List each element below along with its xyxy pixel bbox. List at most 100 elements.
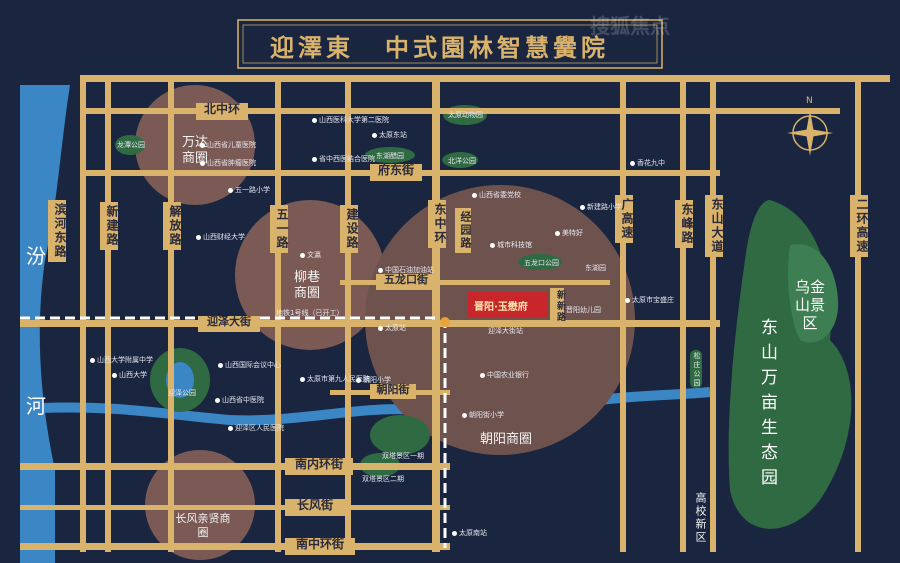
road-label-binhe: 滨河东路 (48, 200, 67, 262)
road-v-jianshe (345, 82, 351, 552)
poi-chaoyangjie-school: 朝阳街小学 (462, 410, 504, 420)
poi-taiyuan-south: 太原南站 (452, 528, 487, 538)
park-songzhuang: 松庄公园 (693, 352, 701, 388)
road-label-changfeng: 长风街 (285, 499, 345, 516)
poi-taiyuan-east: 太原东站 (372, 130, 407, 140)
road-v-guang (620, 82, 626, 552)
poi-tcm-hospital: 山西省中医院 (215, 395, 264, 405)
district-changfeng: 长风亲贤商圈 (175, 512, 231, 539)
road-nanneihuan (20, 463, 450, 470)
road-v-dongzhonghuan (432, 82, 440, 552)
road-label-jingyuan: 经园路 (455, 208, 472, 253)
road-label-dongshan: 东山大道 (705, 195, 724, 257)
park-shuangta-1: 双塔景区一期 (382, 452, 424, 460)
poi-party-school: 山西省委党校 (472, 190, 521, 200)
kindergarten-label: 晋阳幼儿园 (566, 306, 601, 314)
poi-abc-bank: 中国农业银行 (480, 370, 529, 380)
poi-children-hospital: 山西省儿童医院 (200, 140, 256, 150)
road-label-nanzhonghuan: 南中环街 (285, 538, 355, 555)
road-label-guang: 广高速 (615, 195, 634, 243)
park-wulongkou: 五龙口公园 (524, 259, 559, 267)
donghu-park (365, 147, 415, 163)
road-top (80, 75, 890, 82)
poi-ninth-hospital: 太原市第九人民医院 (300, 374, 370, 384)
poi-medical-2: 山西医科大学第二医院 (312, 115, 389, 125)
road-v-dongfeng (680, 82, 686, 552)
park-zoo: 太原动物园 (448, 111, 483, 119)
poi-finance-univ: 山西财经大学 (196, 232, 245, 242)
road-nanzhonghuan (20, 543, 450, 550)
road-wulongkou (340, 280, 610, 285)
district-liuxiang: 柳巷商圈 (293, 270, 320, 301)
title-frame (237, 19, 663, 69)
poi-science-museum: 城市科技馆 (490, 240, 532, 250)
district-chaoyang: 朝阳商圈 (480, 432, 533, 447)
park-longtan: 龙潭公园 (117, 141, 145, 149)
songzhuang-park (690, 350, 702, 388)
road-label-wuyi: 五一路 (270, 205, 289, 253)
poi-tumor-hospital: 山西省肿瘤医院 (200, 158, 256, 168)
poi-yingze-hospital: 迎泽区人民医院 (228, 423, 284, 433)
scenic-wujinshan: 乌金山景区 (794, 278, 825, 332)
poi-shanxi-univ: 山西大学 (112, 370, 147, 380)
poi-meitehao: 美特好 (555, 228, 583, 238)
park-donghu: 东湖醋园 (376, 152, 404, 160)
metro-note: 地铁1号线（已开工） (276, 309, 344, 317)
compass-icon (787, 110, 833, 156)
poi-conference: 山西国际会议中心 (218, 360, 281, 370)
road-label-erhuan: 二环高速 (850, 195, 869, 257)
wulongkou-park (518, 254, 562, 270)
metro-station-label: 迎泽大街站 (488, 327, 523, 335)
wujinshan-scenic (788, 244, 839, 343)
road-beizhonghuan (80, 108, 840, 114)
road-label-xinxin: 新新路 (550, 288, 565, 325)
district-gaoxiao: 高校新区 (690, 490, 710, 546)
compass-north: N (806, 96, 813, 106)
watermark: 搜狐焦点 (590, 14, 670, 38)
poi-wenying: 文瀛 (300, 250, 321, 260)
poi-petrol: 中国石油加油站 (378, 265, 434, 275)
poi-wuyi-school: 五一路小学 (228, 185, 270, 195)
road-v-erhuan (855, 82, 861, 552)
road-label-dongzhonghuan: 东中环 (428, 200, 447, 248)
road-changfeng (20, 505, 450, 510)
road-label-jianshe: 建设路 (340, 205, 359, 253)
poi-chaoyang-school: 朝阳小学 (356, 375, 391, 385)
poi-shanxi-middle: 山西大学附属中学 (90, 355, 153, 365)
road-label-xinjian: 新建路 (100, 202, 119, 250)
park-beiyang: 北洋公园 (448, 157, 476, 165)
road-yingze (20, 320, 720, 327)
road-label-yingze: 迎泽大街 (198, 316, 260, 332)
shuangta-park (370, 415, 430, 455)
poi-donghuyuan: 东湖园 (585, 264, 606, 272)
road-label-dongfeng: 东峰路 (675, 200, 694, 248)
metro-station-marker (440, 317, 450, 327)
park-shuangta-2: 双塔景区二期 (362, 475, 404, 483)
road-label-fudong: 府东街 (370, 164, 422, 181)
river-label-fen: 汾 (26, 244, 46, 268)
road-label-wulongkou: 五龙口街 (376, 274, 436, 290)
title-slogan: 中式園林智慧黌院 (385, 33, 609, 62)
river-label-he: 河 (26, 394, 46, 418)
title-inner-frame (242, 24, 658, 64)
scenic-dongshan: 东山万亩生态园 (757, 318, 777, 493)
poi-xianghua: 香花九中 (630, 158, 665, 168)
beiyang-park (442, 152, 478, 168)
project-label: 晋阳·玉懋府 (474, 302, 528, 313)
road-label-beizhonghuan: 北中环 (196, 103, 248, 120)
project-highlight (468, 292, 548, 318)
fen-river (20, 85, 70, 563)
road-v-xinjian (105, 82, 111, 552)
poi-baoshengzhuang: 太原市宝盛庄 (625, 295, 674, 305)
road-label-jiefang: 解放路 (163, 202, 182, 250)
longtan-park (115, 135, 145, 155)
poi-taiyuan-station: 太原站 (378, 323, 406, 333)
road-v-dongshan (710, 82, 716, 552)
poi-xinjianlu-school: 新建路小学 (580, 202, 622, 212)
title-brand: 迎澤東 (270, 33, 354, 62)
poi-integrated-hospital: 省中西医结合医院 (312, 154, 375, 164)
road-label-nanneihuan: 南内环街 (285, 458, 353, 475)
road-label-chaoyang: 朝阳街 (370, 384, 416, 399)
